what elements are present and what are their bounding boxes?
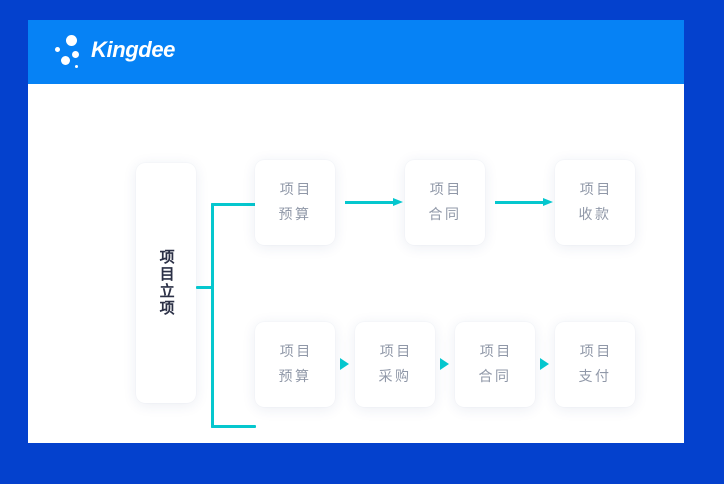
process-flow-diagram: 项目立项 项目 预算 项目 合同 项目 收款 bbox=[28, 84, 684, 443]
flow-node-bottom-1-label: 项目 预算 bbox=[278, 343, 313, 385]
flow-node-root-label: 项目立项 bbox=[157, 249, 176, 317]
kingdee-logo: Kingdee bbox=[53, 32, 233, 72]
logo-dot-tiny-icon bbox=[75, 65, 78, 68]
arrow-shaft bbox=[495, 201, 543, 204]
flow-node-top-3-label: 项目 收款 bbox=[578, 181, 613, 223]
arrow-bottom-1-icon bbox=[340, 358, 349, 370]
flow-node-top-1-label: 项目 预算 bbox=[278, 181, 313, 223]
connector-branch-spine bbox=[211, 203, 214, 428]
flow-node-root[interactable]: 项目立项 bbox=[136, 163, 196, 403]
flow-node-bottom-3[interactable]: 项目 合同 bbox=[455, 322, 535, 407]
arrow-top-2-icon bbox=[495, 198, 553, 207]
flow-node-bottom-2-label: 项目 采购 bbox=[378, 343, 413, 385]
flow-node-top-1[interactable]: 项目 预算 bbox=[255, 160, 335, 245]
flow-node-top-2[interactable]: 项目 合同 bbox=[405, 160, 485, 245]
logo-dot-small-left-icon bbox=[55, 47, 60, 52]
flow-node-bottom-4[interactable]: 项目 支付 bbox=[555, 322, 635, 407]
logo-dot-large-icon bbox=[66, 35, 77, 46]
arrow-head bbox=[543, 198, 553, 206]
arrow-shaft bbox=[345, 201, 393, 204]
connector-branch-bottom-stub bbox=[211, 425, 256, 428]
content-card: Kingdee 项目立项 项目 预算 项目 合同 项目 收款 bbox=[28, 20, 684, 443]
flow-node-bottom-4-label: 项目 支付 bbox=[578, 343, 613, 385]
flow-node-bottom-1[interactable]: 项目 预算 bbox=[255, 322, 335, 407]
arrow-top-1-icon bbox=[345, 198, 403, 207]
brand-name: Kingdee bbox=[91, 37, 175, 62]
arrow-bottom-3-icon bbox=[540, 358, 549, 370]
arrow-head bbox=[393, 198, 403, 206]
arrow-bottom-2-icon bbox=[440, 358, 449, 370]
flow-node-bottom-2[interactable]: 项目 采购 bbox=[355, 322, 435, 407]
brand-header-bar: Kingdee bbox=[28, 20, 684, 84]
flow-node-bottom-3-label: 项目 合同 bbox=[478, 343, 513, 385]
connector-branch-top-stub bbox=[211, 203, 256, 206]
kingdee-dots-logo-icon bbox=[53, 32, 87, 70]
logo-dot-mid-right-icon bbox=[72, 51, 79, 58]
flow-node-top-3[interactable]: 项目 收款 bbox=[555, 160, 635, 245]
logo-dot-mid-left-icon bbox=[61, 56, 70, 65]
connector-root-stub bbox=[196, 286, 214, 289]
flow-node-top-2-label: 项目 合同 bbox=[428, 181, 463, 223]
